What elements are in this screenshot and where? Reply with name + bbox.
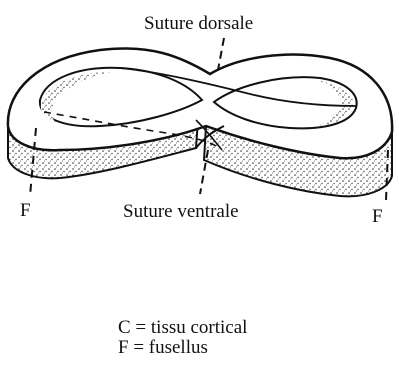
legend-item: C = tissu cortical (118, 318, 247, 338)
legend: C = tissu cortical F = fusellus (118, 318, 247, 358)
legend-item: F = fusellus (118, 338, 247, 358)
label-f-left: F (20, 201, 31, 220)
dorsale-pointer (218, 38, 224, 70)
label-f-right: F (372, 207, 383, 226)
label-suture-dorsale: Suture dorsale (144, 14, 253, 33)
label-suture-ventrale: Suture ventrale (123, 202, 239, 221)
